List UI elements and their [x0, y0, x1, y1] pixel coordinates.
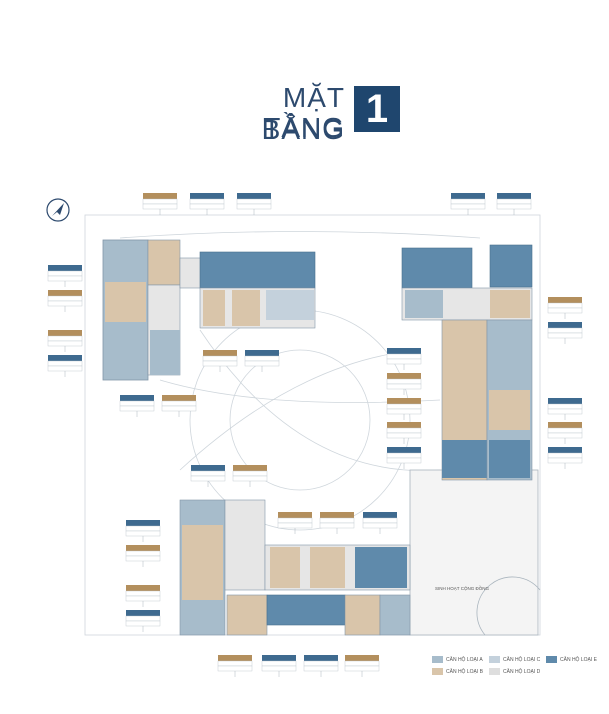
unit-tag: [47, 355, 83, 377]
unit-tag: [125, 585, 161, 607]
compass-icon: [46, 198, 70, 222]
unit-tag: [125, 610, 161, 632]
unit-tag: [261, 655, 297, 677]
unit-tag: [303, 655, 339, 677]
title-line-1: MẶT BẰNG: [261, 82, 345, 145]
legend-item: CĂN HỘ LOẠI B: [432, 668, 483, 675]
unit-tag: [244, 350, 280, 372]
unit-tag: [47, 290, 83, 312]
unit-tag: [450, 193, 486, 215]
community-plaza: SINH HOẠT CỘNG ĐỒNG: [409, 469, 541, 636]
unit-tag: [161, 395, 197, 417]
unit-tag: [47, 265, 83, 287]
unit-tag: [189, 193, 225, 215]
unit-tag: [386, 398, 422, 420]
unit-tag: [47, 330, 83, 352]
block-top-right: [401, 244, 533, 481]
unit-tag: [386, 373, 422, 395]
unit-tags: [47, 193, 583, 677]
unit-tag: [319, 512, 355, 534]
unit-tag: [547, 398, 583, 420]
unit-tag: [547, 447, 583, 469]
floor-number-badge: 1: [354, 86, 400, 132]
unit-tag: [125, 520, 161, 542]
legend-swatch: [432, 656, 443, 663]
unit-tag: [547, 297, 583, 319]
legend-item: CĂN HỘ LOẠI C: [489, 656, 540, 663]
unit-tag: [217, 655, 253, 677]
unit-tag: [496, 193, 532, 215]
block-bottom: [179, 499, 411, 636]
unit-tag: [119, 395, 155, 417]
unit-tag: [236, 193, 272, 215]
legend-item: CĂN HỘ LOẠI E: [546, 656, 597, 663]
legend-swatch: [546, 656, 557, 663]
legend-item: CĂN HỘ LOẠI A: [432, 656, 483, 663]
unit-tag: [386, 422, 422, 444]
unit-tag: [386, 348, 422, 370]
unit-tag: [142, 193, 178, 215]
unit-tag: [202, 350, 238, 372]
unit-tag: [547, 322, 583, 344]
unit-tag: [344, 655, 380, 677]
legend-swatch: [489, 656, 500, 663]
title-line-2: TẦNG: [263, 112, 345, 143]
unit-tag: [362, 512, 398, 534]
unit-tag: [547, 422, 583, 444]
unit-tag: [190, 465, 226, 487]
unit-tag: [232, 465, 268, 487]
unit-tag: [277, 512, 313, 534]
unit-tag: [125, 545, 161, 567]
legend-swatch: [489, 668, 500, 675]
unit-tag: [386, 447, 422, 469]
legend-item: CĂN HỘ LOẠI D: [489, 668, 540, 675]
block-top-left: [102, 239, 316, 381]
legend-swatch: [432, 668, 443, 675]
plaza-label: SINH HOẠT CỘNG ĐỒNG: [435, 585, 489, 591]
